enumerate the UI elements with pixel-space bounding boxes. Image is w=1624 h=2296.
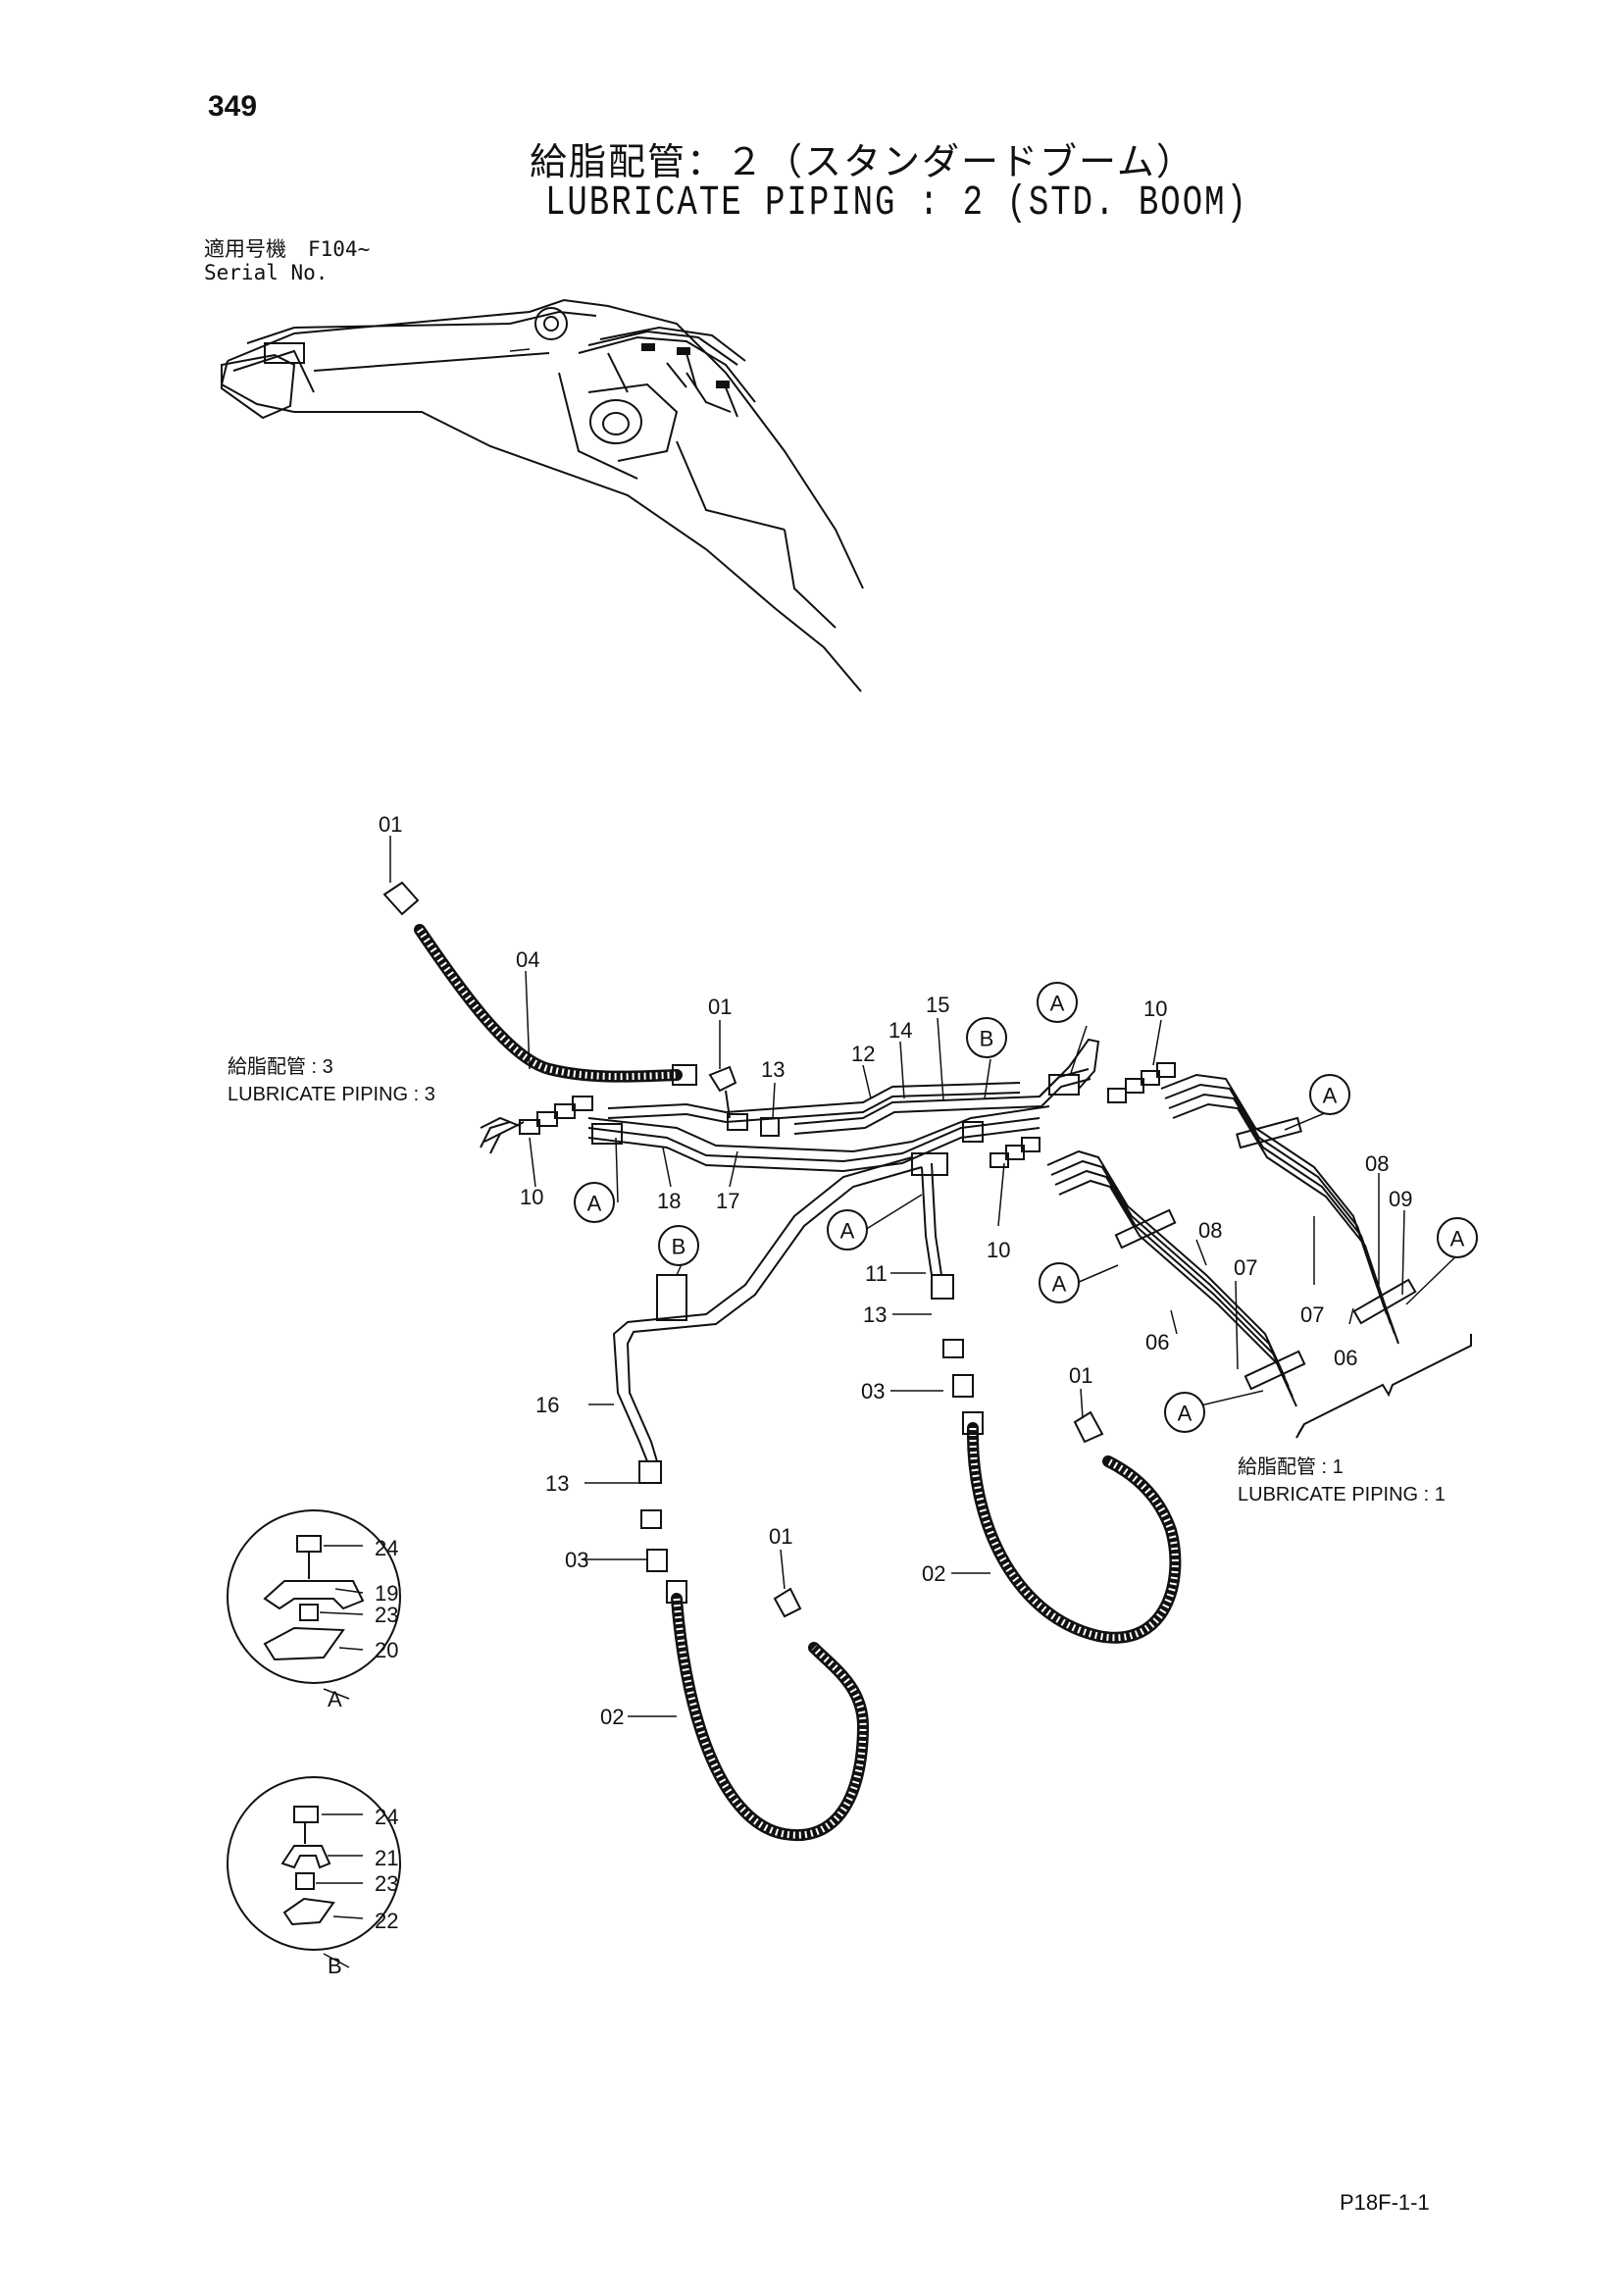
part-label-03: 03 (565, 1548, 588, 1572)
part-label-15: 15 (926, 993, 949, 1017)
callout-a: A (587, 1192, 602, 1216)
part-label-01: 01 (1069, 1363, 1092, 1388)
part-label-09: 09 (1389, 1187, 1412, 1211)
part-label-21: 21 (375, 1846, 398, 1870)
part-label-10: 10 (520, 1185, 543, 1209)
detail-a-circle (227, 1509, 401, 1684)
serial-label-japanese: 適用号機 (204, 237, 286, 261)
fittings-right-column (931, 1274, 974, 1398)
callout-a: A (1050, 992, 1065, 1016)
callout-a: A (1450, 1227, 1465, 1251)
detail-a-label: A (328, 1687, 342, 1711)
part-label-02: 02 (600, 1705, 624, 1729)
part-label-10: 10 (987, 1238, 1010, 1262)
hose-02-left (666, 1580, 870, 1842)
hose-02-right (962, 1411, 1182, 1644)
callout-b: B (672, 1235, 686, 1259)
part-label-13: 13 (545, 1471, 569, 1496)
callout-a: A (1323, 1084, 1338, 1108)
part-label-13: 13 (761, 1057, 785, 1082)
part-label-06: 06 (1145, 1330, 1169, 1354)
part-label-18: 18 (657, 1189, 681, 1213)
piping3-ref-japanese: 給脂配管 : 3 (228, 1055, 333, 1078)
page-number: 349 (208, 90, 258, 123)
callout-a: A (840, 1219, 855, 1244)
callout-a: A (1052, 1272, 1067, 1297)
part-label-22: 22 (375, 1909, 398, 1933)
main-piping-bundle (480, 1038, 1176, 1462)
callout-b: B (980, 1027, 994, 1051)
leader-lines (316, 836, 1468, 1968)
part-label-07: 07 (1234, 1255, 1257, 1280)
page-title-english: LUBRICATE PIPING : 2 (STD. BOOM) (545, 180, 1248, 228)
part-label-24: 24 (375, 1536, 398, 1560)
boom-overview-illustration (220, 298, 864, 692)
part-number-labels: 01 04 01 13 12 14 15 10 10 18 17 11 10 1… (375, 812, 1412, 1933)
part-label-08: 08 (1198, 1218, 1222, 1243)
serial-label-english: Serial No. (204, 261, 329, 284)
part-label-23: 23 (375, 1871, 398, 1896)
piping1-ref-japanese: 給脂配管 : 1 (1238, 1455, 1344, 1478)
pipe-group-06-08 (1046, 1149, 1306, 1407)
part-label-01: 01 (708, 995, 732, 1019)
part-label-14: 14 (888, 1018, 912, 1043)
part-label-12: 12 (851, 1042, 875, 1066)
part-label-03: 03 (861, 1379, 885, 1403)
detail-b-label: B (328, 1954, 342, 1978)
part-label-19: 19 (375, 1581, 398, 1606)
part-label-10: 10 (1143, 996, 1167, 1021)
callout-a: A (1178, 1402, 1193, 1426)
serial-value: F104~ (308, 237, 371, 261)
part-label-06: 06 (1334, 1346, 1357, 1370)
part-label-16: 16 (535, 1393, 559, 1417)
part-label-04: 04 (516, 947, 539, 972)
part-label-01: 01 (769, 1524, 792, 1549)
detail-b-circle (227, 1776, 401, 1951)
elbow-01-right (1073, 1410, 1104, 1444)
piping3-ref-english: LUBRICATE PIPING : 3 (228, 1084, 435, 1105)
pipe-group-06-09 (1160, 1073, 1472, 1439)
part-label-13: 13 (863, 1302, 887, 1327)
part-label-07: 07 (1300, 1302, 1324, 1327)
part-label-08: 08 (1365, 1151, 1389, 1176)
part-label-20: 20 (375, 1638, 398, 1662)
hose-04 (382, 881, 697, 1086)
part-label-17: 17 (716, 1189, 739, 1213)
elbow-01-lower (773, 1587, 802, 1618)
part-label-01: 01 (379, 812, 402, 837)
serial-number-block: 適用号機 F104~ Serial No. (204, 237, 370, 284)
fittings-left-column (638, 1460, 668, 1572)
part-label-24: 24 (375, 1805, 398, 1829)
part-label-11: 11 (865, 1261, 888, 1286)
part-label-02: 02 (922, 1561, 945, 1586)
drawing-code: P18F-1-1 (1340, 2190, 1430, 2215)
part-label-23: 23 (375, 1603, 398, 1627)
callout-circles: A A A A A A A B B (574, 982, 1478, 1433)
piping1-ref-english: LUBRICATE PIPING : 1 (1238, 1484, 1446, 1505)
page-title-japanese: 給脂配管：２（スタンダードブーム） (530, 140, 1195, 183)
